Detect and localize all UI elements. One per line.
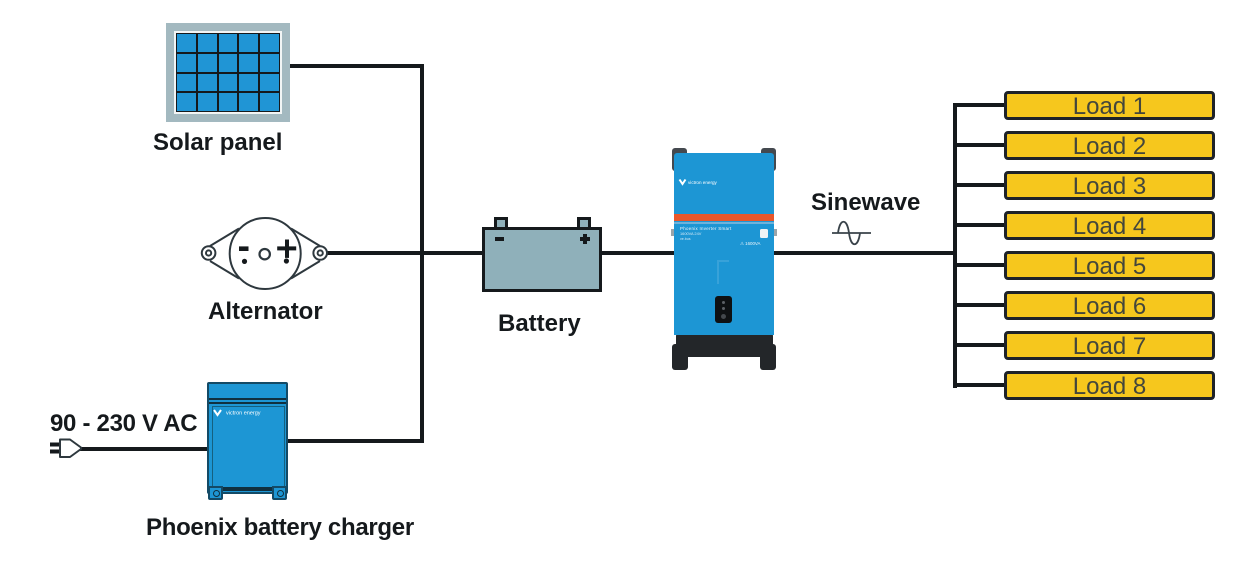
svg-text:victron energy: victron energy: [226, 411, 261, 417]
svg-text:victron energy: victron energy: [688, 180, 718, 185]
